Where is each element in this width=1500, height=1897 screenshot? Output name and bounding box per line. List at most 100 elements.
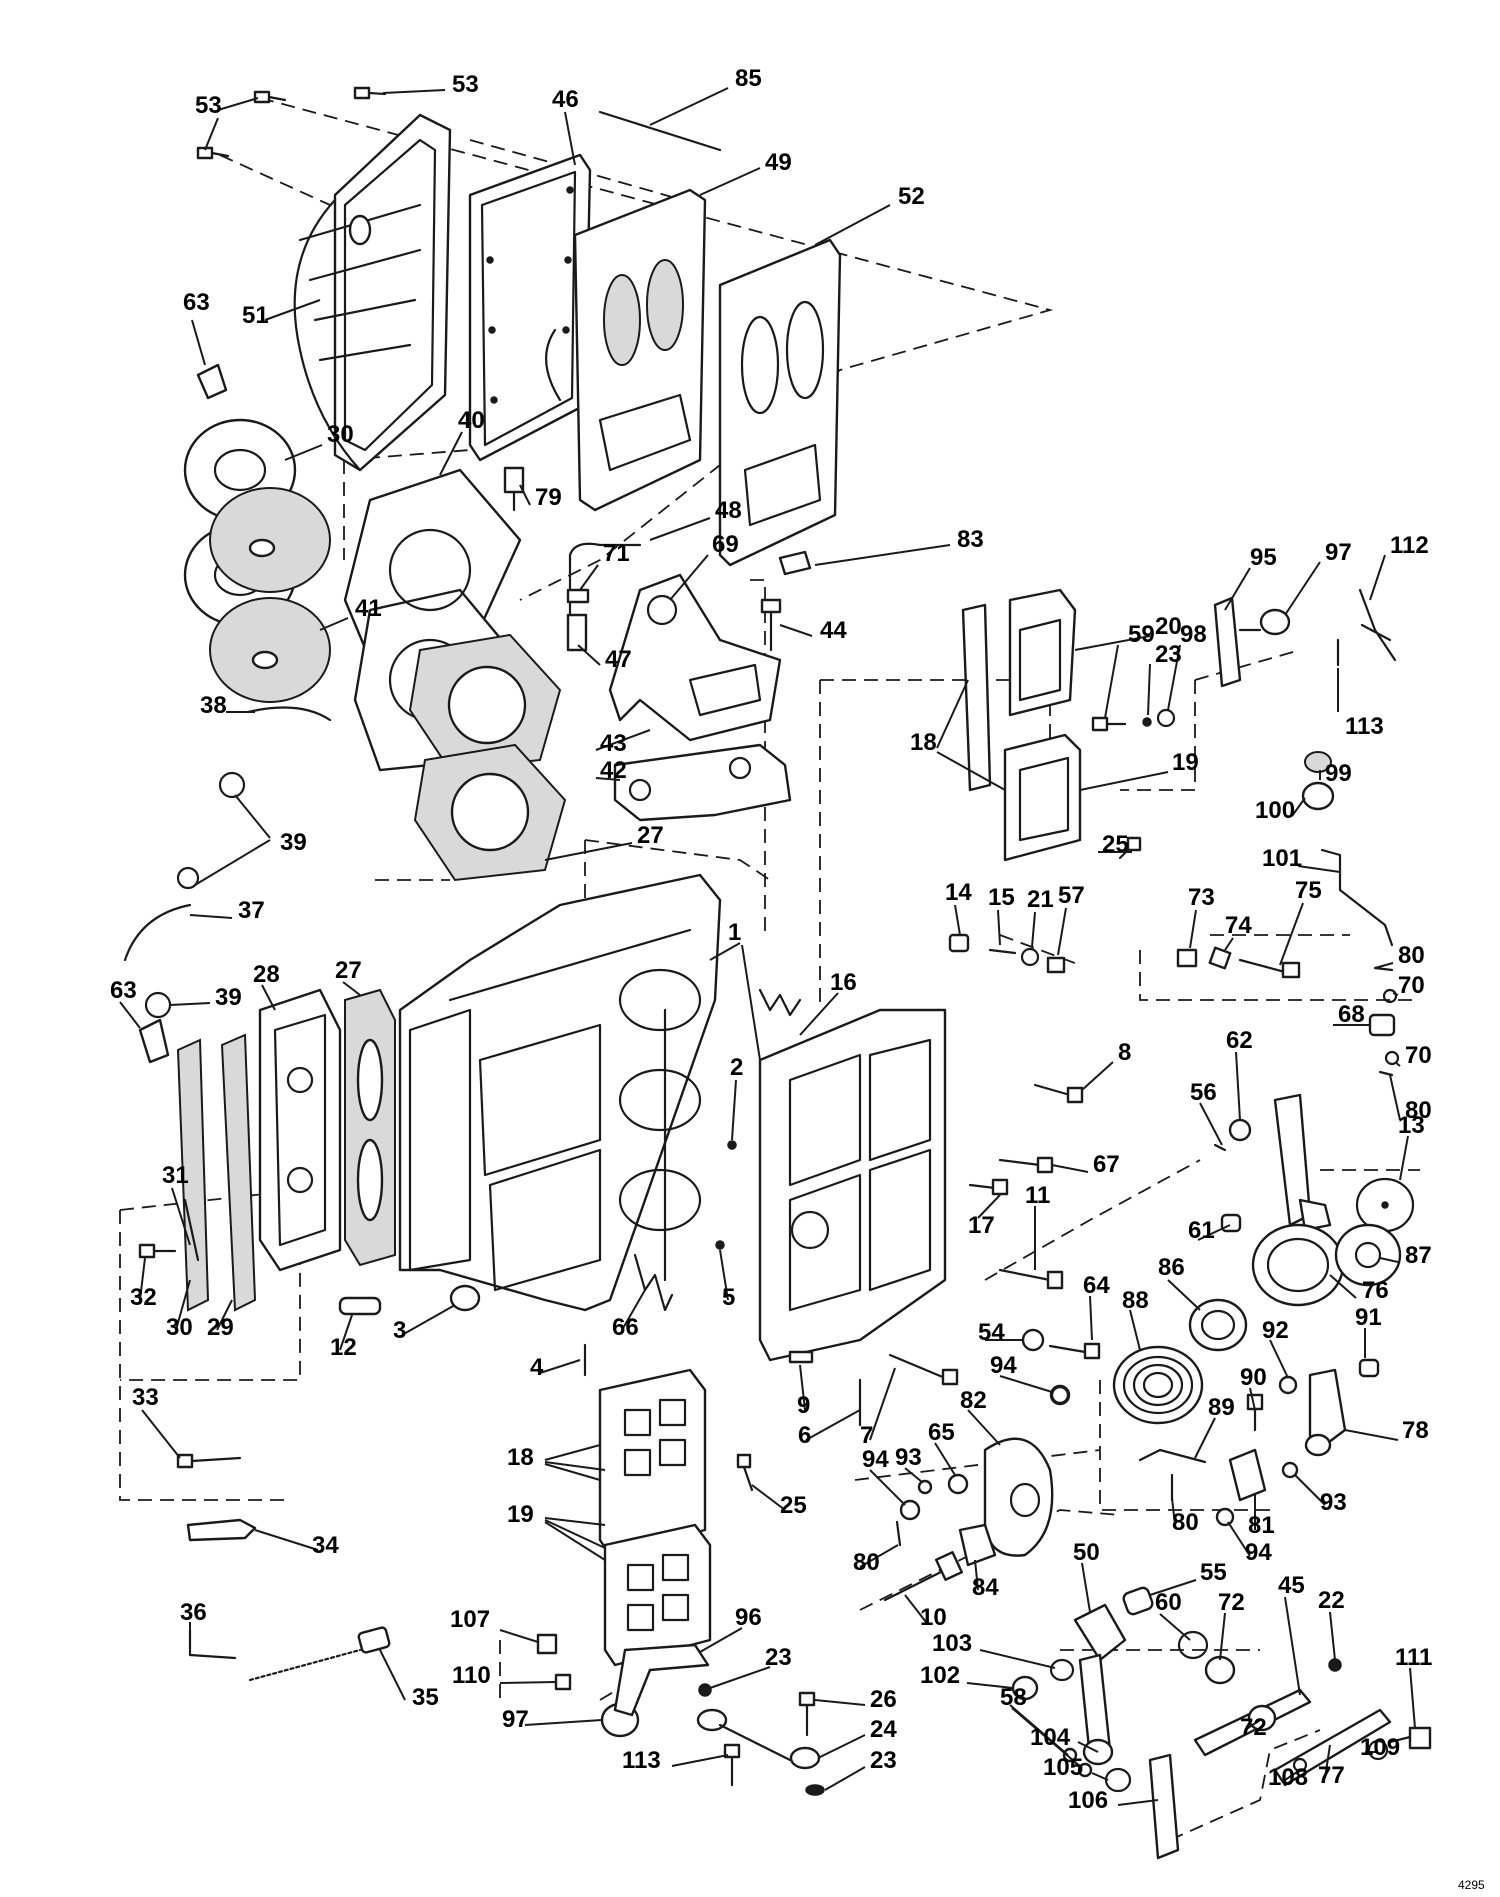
callout-53: 53 [452,71,479,98]
exhaust-cover-51 [293,113,452,472]
gasket-52 [718,238,842,567]
callout-37: 37 [238,897,265,924]
long-bolt-85 [598,110,722,152]
callout-104: 104 [1030,1724,1071,1751]
callout-70: 70 [1398,972,1425,999]
callout-27: 27 [637,822,664,849]
callout-92: 92 [1262,1317,1289,1344]
figure-number: 4295 [1458,1878,1485,1892]
clip-63b [138,1018,170,1064]
clamp-39a [218,771,246,799]
callout-85: 85 [735,65,762,92]
bolts-8-67-17-11 [968,1083,1084,1290]
hose-38 [246,706,332,722]
callout-10: 10 [920,1604,947,1631]
callout-94: 94 [1245,1539,1272,1566]
callout-17: 17 [968,1212,995,1239]
callout-61: 61 [1188,1217,1215,1244]
callout-80: 80 [853,1549,880,1576]
callout-14: 14 [945,879,972,906]
timer-base-82 [983,1437,1054,1557]
parts-95-97-112-113 [1213,588,1397,688]
callout-76: 76 [1362,1277,1389,1304]
parts-80-84-10 [883,1520,997,1602]
callout-102: 102 [920,1662,960,1689]
parts-73-74-75 [1176,946,1301,979]
clip-83 [778,550,812,576]
tube-48 [568,542,642,627]
head-gasket-27b [344,988,396,1267]
callout-32: 32 [130,1284,157,1311]
spring-86-88 [1112,1298,1248,1425]
callout-11: 11 [1025,1182,1050,1209]
callout-73: 73 [1188,884,1215,911]
callout-86: 86 [1158,1254,1185,1281]
callout-100: 100 [1255,797,1295,824]
callout-67: 67 [1093,1151,1120,1178]
callout-110: 110 [452,1662,491,1689]
plates-29-30-31 [176,1033,257,1312]
callout-49: 49 [765,149,792,176]
callout-16: 16 [830,969,857,996]
pin-12 [338,1296,382,1316]
callout-62: 62 [1226,1027,1253,1054]
callout-79: 79 [535,484,562,511]
callout-95: 95 [1250,544,1277,571]
callout-91: 91 [1355,1304,1382,1331]
callout-89: 89 [1208,1394,1235,1421]
parts-99-100-101 [1301,751,1394,947]
parts-36-35 [188,1626,391,1682]
callout-2: 2 [730,1054,743,1081]
callout-28: 28 [253,961,280,988]
callout-18: 18 [910,729,937,756]
throttle-arm-76 [1251,1093,1345,1307]
callout-9: 9 [797,1392,810,1419]
callout-29: 29 [207,1314,234,1341]
callout-39: 39 [280,829,307,856]
head-gasket-27a [408,633,567,882]
crankcase-right-half [758,1008,947,1362]
callout-94: 94 [990,1352,1017,1379]
callout-35: 35 [412,1684,439,1711]
callout-72: 72 [1240,1714,1267,1741]
callout-31: 31 [162,1162,189,1189]
callout-52: 52 [898,183,925,210]
callout-107: 107 [450,1606,490,1633]
callout-8: 8 [1118,1039,1131,1066]
callout-18: 18 [507,1444,534,1471]
housing-69-43 [608,573,782,742]
callout-33: 33 [132,1384,159,1411]
screw-71 [566,588,590,604]
callout-63: 63 [110,977,137,1004]
callout-27: 27 [335,957,362,984]
dowel-2 [727,1140,737,1150]
callout-99: 99 [1325,760,1352,787]
studs-9-6-7 [788,1350,959,1427]
callout-84: 84 [972,1574,999,1601]
callout-113: 113 [1345,713,1384,740]
parts [123,86,1432,1860]
callout-7: 7 [860,1422,873,1449]
callout-69: 69 [712,531,739,558]
callout-56: 56 [1190,1079,1217,1106]
callout-6: 6 [798,1422,811,1449]
callout-109: 109 [1360,1734,1400,1761]
callout-81: 81 [1248,1512,1275,1539]
callout-97: 97 [502,1706,529,1733]
callout-36: 36 [180,1599,207,1626]
fitting-79 [503,466,525,512]
callout-24: 24 [870,1716,897,1743]
callout-93: 93 [895,1444,922,1471]
callout-19: 19 [1172,749,1199,776]
callout-94: 94 [862,1446,889,1473]
hose-37 [123,903,192,962]
callout-15: 15 [988,884,1015,911]
clamp-39c [144,991,172,1019]
callout-54: 54 [978,1319,1005,1346]
callout-101: 101 [1262,845,1302,872]
gasket-42 [613,743,792,822]
wire-66 [633,1253,674,1312]
parts-59-23-98 [1091,708,1176,732]
callout-34: 34 [312,1532,339,1559]
